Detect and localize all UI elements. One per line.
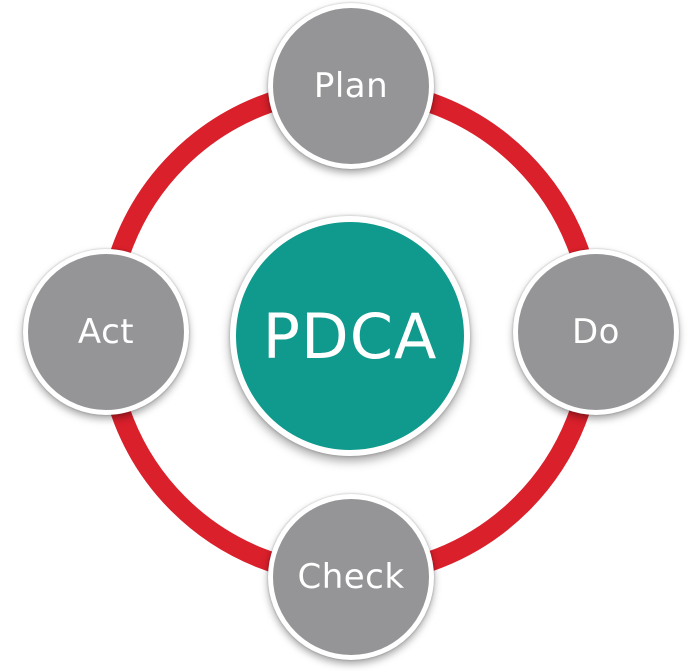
step-plan-label: Plan (313, 66, 389, 106)
step-plan: Plan (268, 3, 434, 169)
step-act-label: Act (77, 312, 135, 352)
step-act: Act (23, 249, 189, 415)
step-check: Check (268, 494, 434, 660)
center-label: PDCA (262, 299, 438, 373)
step-do-label: Do (572, 312, 620, 352)
step-do: Do (513, 249, 679, 415)
center-hub: PDCA (230, 216, 470, 456)
step-check-label: Check (297, 557, 405, 597)
